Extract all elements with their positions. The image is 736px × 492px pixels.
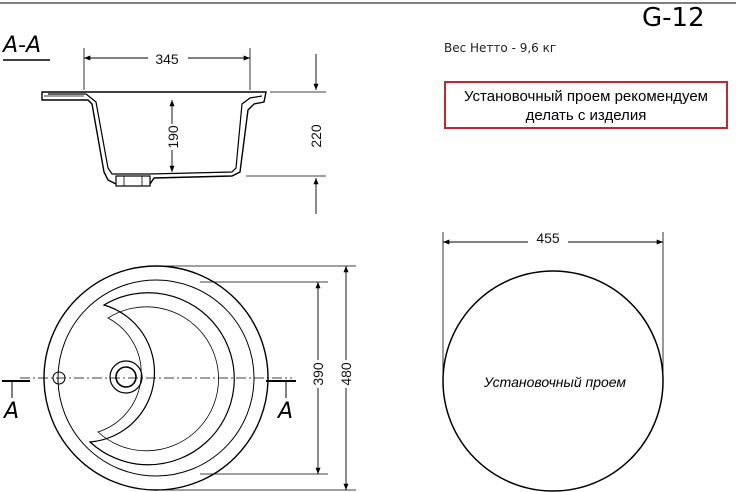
sink-bowl-inner xyxy=(97,306,219,452)
drain-inner xyxy=(115,366,137,388)
drain-outer xyxy=(109,360,143,394)
dim-190-mask xyxy=(162,124,182,150)
dim-390-mask xyxy=(308,360,328,388)
dim-480-mask xyxy=(336,360,356,388)
dim-top-width: 345 xyxy=(155,51,179,67)
installation-note-line1: Установочный проем рекомендуем xyxy=(464,88,708,105)
dim-bowl-depth: 190 xyxy=(165,125,181,149)
installation-note-box xyxy=(444,81,728,129)
section-view xyxy=(41,91,267,187)
section-marker-left: A xyxy=(2,399,19,424)
model-title: G-12 xyxy=(642,3,705,33)
cutout-label: Установочный проем xyxy=(483,374,626,390)
sink-bowl-outline xyxy=(88,292,235,466)
section-title: A-A xyxy=(1,33,41,58)
dim-outer-diameter: 480 xyxy=(338,362,354,386)
dim-total-height: 220 xyxy=(308,124,324,148)
dim-455-mask xyxy=(528,232,568,250)
installation-note-line2: делать с изделия xyxy=(526,107,647,124)
weight-label: Вес Нетто - 9,6 кг xyxy=(444,41,556,55)
section-marker-right: A xyxy=(276,399,293,424)
plan-view xyxy=(20,265,292,491)
dim-bowl-diameter: 390 xyxy=(310,362,326,386)
dim-cutout-diameter: 455 xyxy=(536,230,560,246)
cutout-circle xyxy=(442,270,664,492)
dim-345-mask xyxy=(148,48,188,66)
